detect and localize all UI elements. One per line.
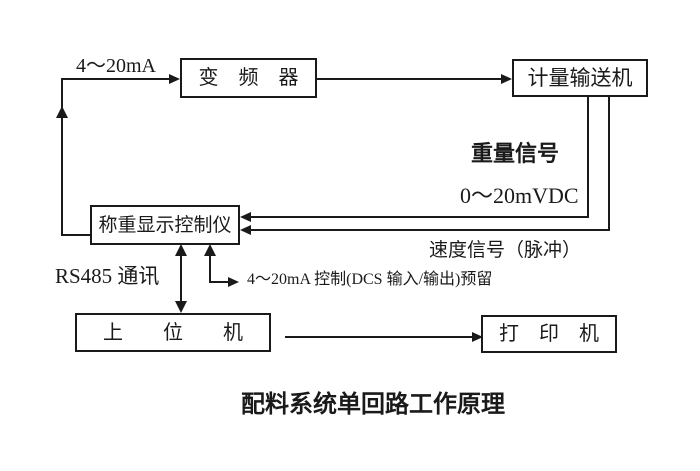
label-weight-signal: 重量信号 (471, 141, 560, 166)
connector-weight-signal-vertical (587, 97, 589, 218)
arrowhead-weight-into-controller (240, 212, 251, 222)
node-conveyor: 计量输送机 (512, 59, 648, 97)
connector-rs485-shaft (180, 254, 182, 303)
connector-speed-signal-vertical (608, 97, 610, 231)
connector-host-printer (285, 336, 472, 338)
arrowhead-into-inverter (169, 74, 180, 84)
node-printer: 打 印 机 (481, 315, 617, 353)
label-dcs-reserved: 4～20mA 控制(DCS 输入/输出)预留 (247, 271, 493, 288)
connector-feedback-to-inverter (61, 78, 169, 80)
diagram-title: 配料系统单回路工作原理 (241, 392, 505, 418)
connector-dcs-vertical (209, 254, 211, 283)
label-rs485: RS485 通讯 (55, 264, 160, 288)
arrowhead-dcs-right (228, 277, 239, 287)
connector-controller-feedback-vertical (61, 78, 63, 236)
arrowhead-into-conveyor (501, 74, 512, 84)
node-controller: 称重显示控制仪 (90, 205, 240, 245)
arrowhead-feedback-up (56, 106, 68, 118)
arrowhead-dcs-up (204, 244, 216, 256)
node-host: 上 位 机 (75, 313, 271, 352)
connector-inverter-conveyor (317, 78, 501, 80)
label-speed-signal: 速度信号（脉冲） (429, 240, 582, 261)
arrowhead-rs485-down (175, 301, 187, 313)
connector-speed-signal-horizontal (251, 229, 610, 231)
connector-weight-signal-horizontal (251, 216, 589, 218)
arrowhead-rs485-up (175, 244, 187, 256)
node-inverter-label: 变 频 器 (198, 67, 299, 89)
node-host-label: 上 位 机 (103, 321, 243, 344)
arrowhead-into-printer (472, 332, 483, 342)
connector-controller-feedback-bottom (61, 234, 90, 236)
arrowhead-speed-into-controller (240, 225, 251, 235)
connector-dcs-horizontal (209, 281, 229, 283)
label-weight-range: 0～20mVDC (460, 183, 579, 208)
node-conveyor-label: 计量输送机 (527, 65, 633, 90)
node-inverter: 变 频 器 (180, 58, 317, 98)
node-controller-label: 称重显示控制仪 (98, 214, 232, 236)
node-printer-label: 打 印 机 (499, 323, 599, 345)
label-current-signal: 4～20mA (76, 55, 156, 77)
